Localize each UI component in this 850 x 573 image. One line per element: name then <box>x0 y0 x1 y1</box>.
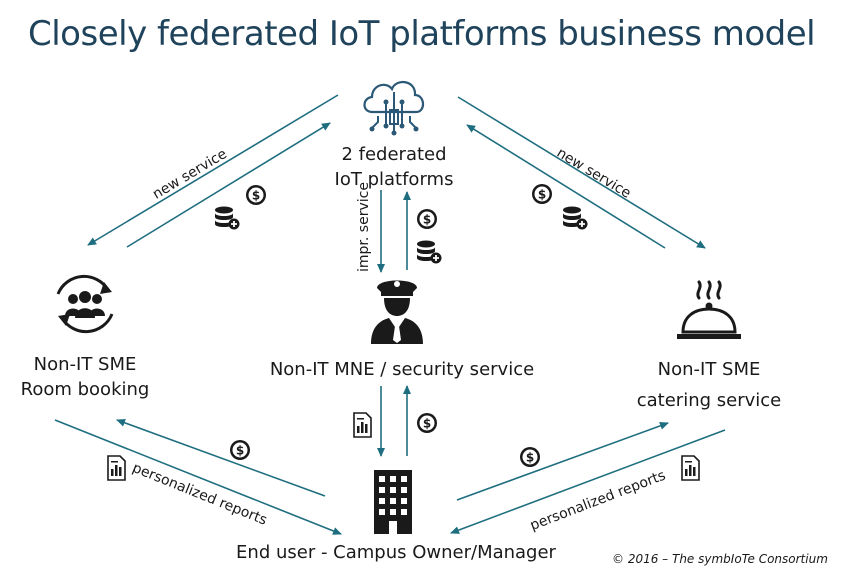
database-add-icon <box>563 206 588 230</box>
report-icon <box>107 455 126 481</box>
arrow-enduser-to-room <box>116 418 326 497</box>
svg-text:$: $ <box>423 213 431 227</box>
people-cycle-icon <box>56 274 114 334</box>
database-add-icon <box>417 240 442 264</box>
catering-line2: catering service <box>636 390 782 412</box>
catering-label: Non-IT SME catering service <box>634 357 784 413</box>
dollar-icon: $ <box>246 185 266 205</box>
room-booking-line1: Non-IT SME <box>33 354 137 375</box>
svg-text:$: $ <box>526 451 534 465</box>
cloche-icon <box>677 280 741 339</box>
room-booking-label: Non-IT SME Room booking <box>10 352 160 402</box>
platforms-line1: 2 federated <box>341 144 447 165</box>
platforms-label: 2 federated IoT platforms <box>316 142 472 192</box>
dollar-icon: $ <box>417 209 437 229</box>
arrow-room-to-enduser <box>54 419 342 535</box>
report-icon <box>681 455 700 481</box>
catering-line1: Non-IT SME <box>657 359 761 380</box>
security-label: Non-IT MNE / security service <box>269 359 535 380</box>
room-booking-line2: Room booking <box>20 379 150 401</box>
end-user-label: End user - Campus Owner/Manager <box>236 542 556 563</box>
database-add-icon <box>215 206 240 230</box>
dollar-icon: $ <box>230 440 250 460</box>
page-title: Closely federated IoT platforms business… <box>28 14 816 54</box>
impr-service-label: impr. service <box>356 182 372 272</box>
arrow-platforms-to-catering <box>457 96 706 249</box>
svg-text:$: $ <box>252 189 260 203</box>
cloud-circuit-icon <box>363 81 425 136</box>
dollar-icon: $ <box>417 413 437 433</box>
dollar-icon: $ <box>520 447 540 467</box>
report-icon <box>353 412 372 438</box>
office-building-icon <box>374 470 412 534</box>
svg-text:$: $ <box>538 188 546 202</box>
svg-text:$: $ <box>236 444 244 458</box>
platforms-line2: IoT platforms <box>334 169 454 191</box>
arrow-room-to-platforms <box>126 122 331 248</box>
arrow-platforms-to-room <box>87 94 339 246</box>
dollar-icon: $ <box>532 184 552 204</box>
arrow-enduser-to-catering <box>456 421 669 501</box>
security-guard-icon <box>371 280 423 344</box>
arrow-catering-to-platforms <box>466 124 666 249</box>
arrow-catering-to-enduser <box>450 429 726 534</box>
copyright-notice: © 2016 – The symbIoTe Consortium <box>612 552 828 566</box>
svg-text:$: $ <box>423 417 431 431</box>
